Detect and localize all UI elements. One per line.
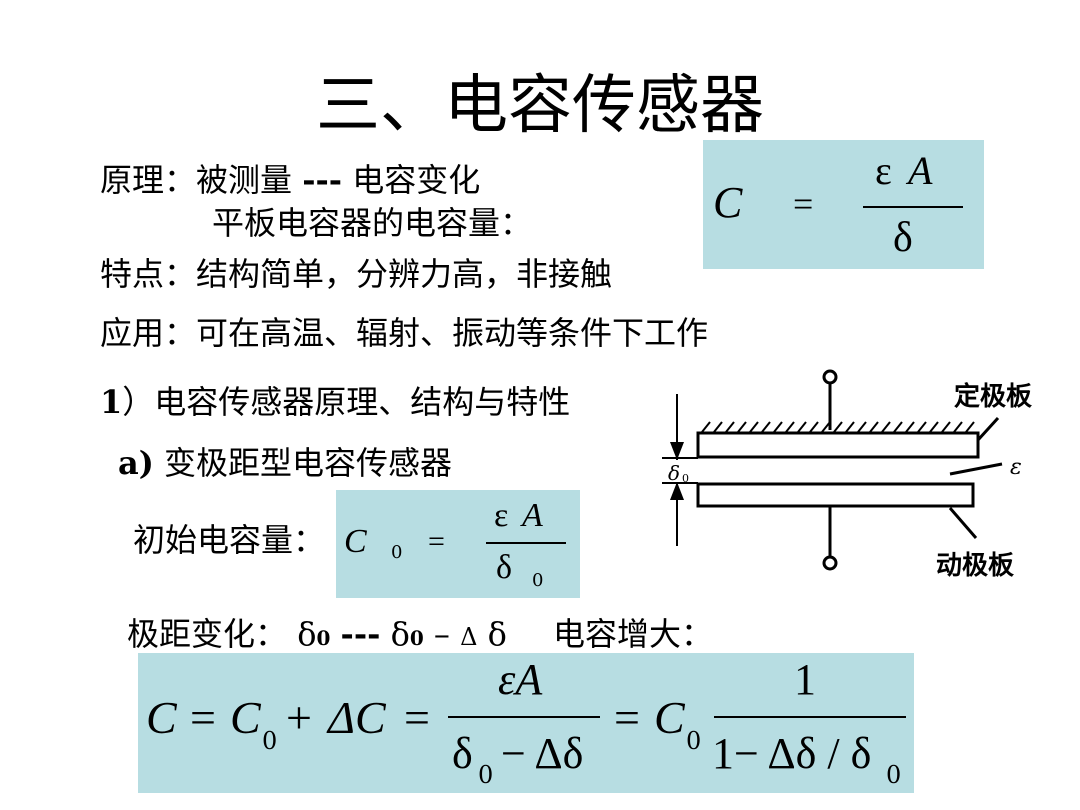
- change-minus: –: [433, 615, 450, 653]
- change-d: δ: [487, 615, 507, 653]
- change-sub-b: 0: [409, 626, 424, 650]
- fixed-plate-hatching: [701, 421, 975, 433]
- capacitor-diagram: δ 0 定极板 ε 动极板: [662, 369, 1032, 581]
- change-delta0b: δ: [390, 615, 410, 653]
- features-line: 特点：结构简单，分辨力高，非接触: [100, 255, 613, 293]
- formula1-fraction-bar: [863, 206, 963, 208]
- fixed-plate-label: 定极板: [954, 381, 1032, 412]
- formula3-den1-d: δ: [452, 729, 473, 778]
- formula3-dC: ΔC: [328, 692, 386, 743]
- principle-text2: 电容变化: [352, 161, 481, 199]
- formula3-num1: εA: [498, 655, 543, 704]
- down-arrow-icon: [670, 442, 684, 460]
- formula3-C0b: C: [654, 692, 685, 743]
- delta0-sub: 0: [682, 472, 689, 485]
- fixed-plate-leader: [976, 416, 1000, 442]
- change-dashes: ---: [340, 615, 381, 653]
- formula3-C: C: [146, 692, 177, 743]
- formula3-plus: +: [286, 692, 312, 743]
- delta0-label: δ: [668, 461, 680, 485]
- bottom-terminal-icon: [822, 555, 838, 571]
- formula2-A: A: [522, 497, 543, 534]
- formula2-fraction-bar: [486, 542, 566, 544]
- formula1-C: C: [713, 178, 743, 227]
- formula3-den1-rest: − Δδ: [490, 729, 584, 778]
- formula3-eq1: =: [190, 692, 216, 743]
- formula3-eq2: =: [404, 692, 430, 743]
- formula1-equals: =: [793, 184, 814, 224]
- moving-plate-leader: [948, 507, 978, 539]
- formula3-den1-sub: 0: [478, 761, 494, 789]
- change-delta0a: δ: [297, 615, 317, 653]
- principle-text1: 被测量: [196, 161, 293, 199]
- applications-line: 应用：可在高温、辐射、振动等条件下工作: [100, 314, 709, 352]
- formula3-den2-sub: 0: [886, 761, 902, 789]
- epsilon-leader: [949, 462, 1003, 476]
- formula-initial-box: C 0 = ε A δ 0: [336, 490, 580, 598]
- change-label: 极距变化：: [127, 615, 288, 653]
- formula2-C: C: [344, 523, 367, 560]
- formula3-C0b-sub: 0: [686, 727, 702, 755]
- formula2-delta-sub: 0: [532, 570, 544, 591]
- principle-line: 原理：被测量 --- 电容变化: [100, 160, 480, 200]
- page-title: 三、电容传感器: [316, 69, 764, 143]
- formula3-num2: 1: [794, 655, 816, 704]
- section-number: 1: [100, 383, 123, 421]
- principle-dashes: ---: [302, 161, 343, 199]
- formula2-delta: δ: [496, 549, 513, 586]
- formula1-A: A: [908, 148, 933, 193]
- section-heading-1: 1）电容传感器原理、结构与特性: [100, 382, 570, 422]
- formula3-C0: C: [230, 692, 261, 743]
- formula3-fraction1-bar: [448, 716, 600, 718]
- principle-label: 原理：: [100, 161, 197, 199]
- initial-capacitance-label: 初始电容量：: [133, 521, 326, 559]
- formula2-equals: =: [428, 525, 445, 558]
- moving-plate-label: 动极板: [936, 551, 1014, 581]
- formula3-fraction2-bar: [714, 716, 906, 718]
- formula-increase-box: C = C 0 + ΔC = εA δ 0 − Δδ = C 0 1 1− Δδ…: [138, 653, 914, 793]
- formula2-C-sub: 0: [391, 542, 403, 563]
- formula1-epsilon: ε: [875, 148, 892, 193]
- formula1-delta: δ: [893, 215, 913, 261]
- fixed-plate: [696, 431, 980, 459]
- section-text: ）电容传感器原理、结构与特性: [122, 383, 571, 421]
- up-arrow-icon: [670, 482, 684, 500]
- change-Delta: Δ: [460, 623, 478, 651]
- formula3-den2: 1− Δδ / δ: [712, 729, 872, 778]
- moving-plate: [696, 482, 975, 508]
- epsilon-label: ε: [1010, 455, 1022, 480]
- formula3-eq3: =: [614, 692, 640, 743]
- principle-line2: 平板电容器的电容量：: [212, 204, 533, 242]
- subsection-a-label: a): [118, 444, 154, 482]
- formula3-C0-sub: 0: [262, 727, 278, 755]
- spacing-change-line: 极距变化： δ0 --- δ0 – Δ δ 电容增大：: [127, 614, 713, 658]
- top-terminal-icon: [822, 369, 838, 385]
- formula2-epsilon: ε: [494, 497, 509, 534]
- change-sub-a: 0: [316, 626, 331, 650]
- subsection-a-text: 变极距型电容传感器: [164, 444, 453, 482]
- subsection-a: a) 变极距型电容传感器: [118, 443, 452, 483]
- formula-capacitance-box: C = ε A δ: [703, 140, 984, 269]
- change-increase: 电容增大：: [553, 615, 714, 653]
